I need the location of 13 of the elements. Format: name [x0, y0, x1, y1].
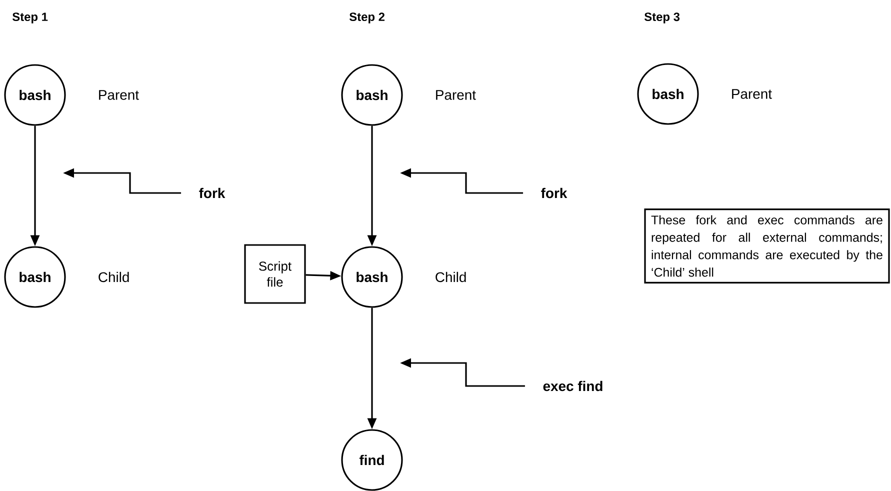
- role-label: Parent: [436, 90, 476, 100]
- step-heading: Step 1: [12, 12, 48, 24]
- role-label: Parent: [732, 89, 772, 99]
- step-heading: Step 2: [349, 12, 385, 24]
- note-box: These fork and exec commands are repeated for all external commands; internal commands are executed by the ‘Child’ shell: [644, 208, 890, 284]
- command-label: fork: [199, 188, 226, 198]
- command-label: fork: [541, 188, 568, 198]
- role-label: Child: [98, 272, 129, 282]
- step-heading: Step 3: [644, 12, 680, 24]
- role-label: Child: [436, 272, 466, 282]
- role-label: Parent: [99, 90, 139, 100]
- command-label: exec find: [543, 380, 602, 392]
- file-box: Script file: [244, 244, 306, 304]
